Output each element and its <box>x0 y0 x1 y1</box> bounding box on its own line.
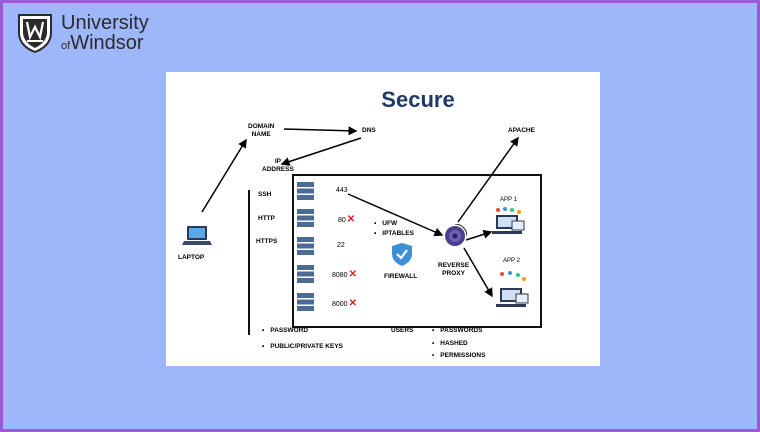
server-icon <box>297 293 314 311</box>
university-name-of: of <box>61 40 71 52</box>
app1-devices-icon <box>492 207 525 234</box>
app1-label: APP 1 <box>500 197 517 203</box>
arrow-443-to-proxy <box>347 193 444 237</box>
shield-logo-icon <box>18 14 52 53</box>
app2-devices-icon <box>496 271 529 307</box>
diagram-slide: Secure LAPTOP DOMAIN NAME DNS <box>166 72 600 366</box>
protocol-http: HTTP <box>258 215 275 222</box>
auth-item-password: PASSWORD <box>262 327 308 334</box>
arrow-dns-to-ip <box>280 137 362 166</box>
firewall-shield-icon <box>392 243 412 266</box>
dns-label: DNS <box>362 127 376 134</box>
blocked-x-icon: ✕ <box>348 298 357 309</box>
firewall-label: FIREWALL <box>384 273 418 280</box>
user-item-hashed: HASHED <box>432 340 467 347</box>
arrow-proxy-to-app1 <box>465 229 493 241</box>
port-443: 443 <box>336 187 348 194</box>
protocol-ssh: SSH <box>258 191 272 198</box>
server-box <box>292 174 542 328</box>
server-icon <box>297 209 314 227</box>
auth-item-keys: PUBLIC/PRIVATE KEYS <box>262 343 343 350</box>
university-name-line1: University <box>61 12 149 34</box>
left-divider <box>248 190 250 335</box>
port-number: 8000 <box>332 301 348 308</box>
server-icon <box>297 237 314 255</box>
blocked-x-icon: ✕ <box>348 269 357 280</box>
arrow-proxy-to-app2 <box>463 247 493 298</box>
users-label: USERS <box>391 327 414 334</box>
apache-label: APACHE <box>508 127 535 134</box>
user-item-permissions: PERMISSIONS <box>432 352 485 359</box>
arrow-laptop-to-domain <box>201 138 247 213</box>
protocol-https: HTTPS <box>256 238 278 245</box>
university-logo: University ofWindsor <box>17 13 149 53</box>
reverse-proxy-label: REVERSE PROXY <box>438 262 470 278</box>
port-number: 443 <box>336 187 348 194</box>
server-icon <box>297 265 314 283</box>
server-icon <box>297 182 314 200</box>
firewall-tool-iptables: IPTABLES <box>374 230 414 237</box>
connector-arrows <box>201 126 519 298</box>
domain-name-label: DOMAIN NAME <box>248 123 275 139</box>
laptop-label: LAPTOP <box>178 254 205 261</box>
port-number: 22 <box>337 242 345 249</box>
port-number: 8080 <box>332 272 348 279</box>
arrow-domain-to-dns <box>283 126 358 136</box>
blocked-x-icon: ✕ <box>346 214 356 225</box>
arrow-proxy-to-apache <box>457 136 519 223</box>
university-name: University ofWindsor <box>61 13 149 53</box>
port-22: 22 <box>337 242 345 249</box>
firewall-tool-ufw: UFW <box>374 220 397 227</box>
laptop-icon <box>182 226 212 245</box>
port-8080: 8080✕ <box>332 269 357 280</box>
university-name-windsor: Windsor <box>70 32 144 54</box>
app2-label: APP 2 <box>503 258 520 264</box>
reverse-proxy-gear-icon <box>445 224 467 246</box>
port-8000: 8000✕ <box>332 298 357 309</box>
user-item-passwords: PASSWORDS <box>432 327 482 334</box>
university-name-line2: ofWindsor <box>61 33 149 53</box>
diagram-title: Secure <box>381 87 455 112</box>
port-number: 80 <box>338 217 346 224</box>
ip-address-label: IP ADDRESS <box>262 158 294 174</box>
port-80: 80✕ <box>338 214 355 225</box>
